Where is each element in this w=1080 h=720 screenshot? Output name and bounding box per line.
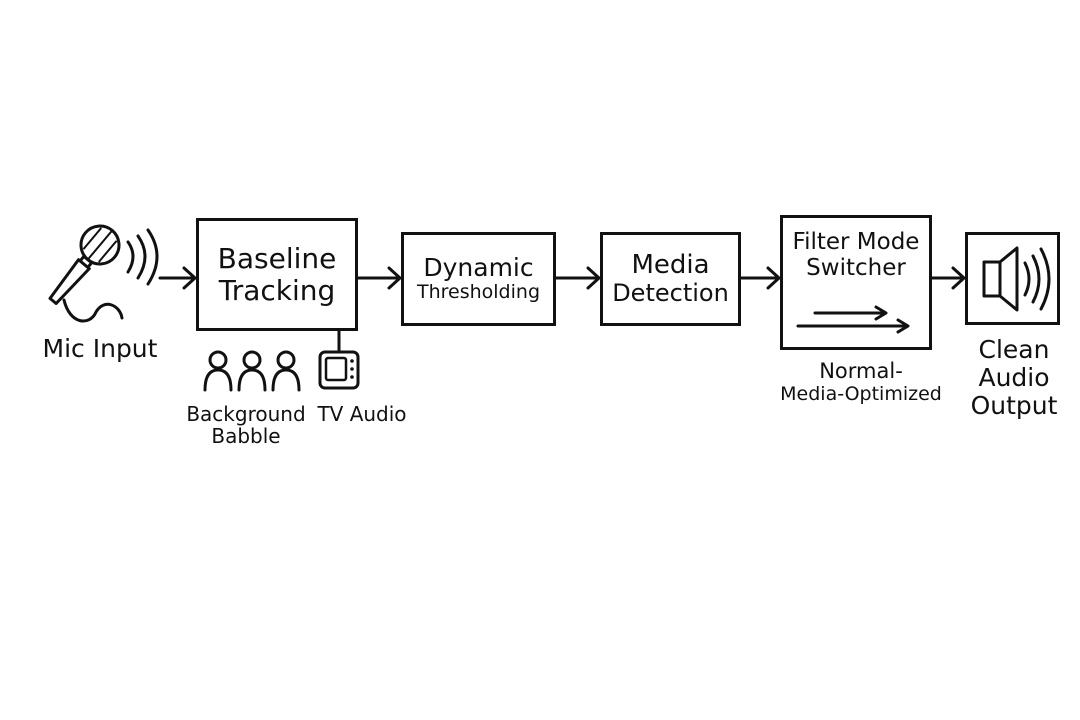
tv-audio-label: TV Audio: [317, 402, 407, 426]
dynamic-thresholding-line2: Thresholding: [416, 281, 541, 304]
arrow-filter-to-output: [930, 266, 966, 290]
media-detection-line1: Media: [631, 250, 710, 280]
modes-line2: Media-Optimized: [780, 382, 942, 405]
filter-mode-switcher-box: Filter Mode Switcher: [780, 215, 932, 350]
filter-mode-switcher-line1: Filter Mode: [792, 229, 920, 255]
speaker-icon: [982, 246, 1051, 312]
output-line1: Clean: [978, 335, 1050, 364]
modes-line1: Normal-: [819, 359, 903, 383]
media-detection-box: Media Detection: [600, 232, 741, 326]
background-babble-line2: Babble: [211, 424, 281, 449]
output-line2: Audio: [978, 363, 1050, 392]
baseline-tracking-box: Baseline Tracking: [196, 218, 358, 331]
tv-icon: [318, 328, 360, 390]
dynamic-thresholding-line1: Dynamic: [423, 253, 534, 283]
arrow-mic-to-baseline: [158, 266, 197, 290]
people-icon: [203, 350, 301, 392]
dynamic-thresholding-box: Dynamic Thresholding: [401, 232, 556, 326]
modes-label: Normal- Media-Optimized: [770, 359, 952, 405]
background-babble-label: Background Babble: [178, 403, 314, 448]
arrow-baseline-to-dynamic: [356, 266, 402, 290]
baseline-tracking-line1: Baseline: [217, 242, 337, 276]
mic-input-label: Mic Input: [42, 334, 158, 363]
media-detection-line2: Detection: [612, 279, 729, 308]
microphone-icon: [48, 224, 159, 323]
baseline-tracking-line2: Tracking: [218, 273, 336, 307]
arrow-dynamic-to-media: [554, 266, 601, 290]
background-babble-line1: Background: [186, 402, 306, 426]
filter-mode-switcher-line2: Switcher: [806, 254, 906, 281]
clean-audio-output-label: Clean Audio Output: [955, 336, 1073, 420]
clean-audio-output-box: [965, 232, 1060, 325]
mode-switch-arrows: [796, 305, 910, 334]
arrow-media-to-filter: [739, 266, 781, 290]
output-line3: Output: [970, 391, 1058, 420]
